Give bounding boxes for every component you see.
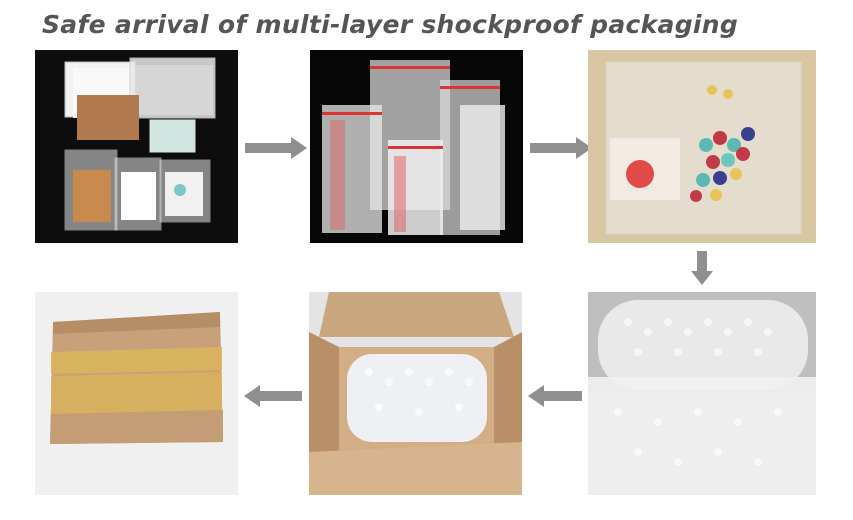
panel-jewelry-bag: [588, 50, 816, 243]
page-title: Safe arrival of multi-layer shockproof p…: [42, 10, 739, 39]
arrow-right-1-icon: [245, 137, 307, 159]
panel-box-with-bubble-wrap: [309, 292, 522, 495]
panel-cards-in-bags: [35, 50, 238, 243]
arrow-left-1-icon: [528, 385, 582, 407]
arrow-left-2-icon: [244, 385, 302, 407]
panel-zip-bags: [310, 50, 523, 243]
arrow-right-2-icon: [530, 137, 592, 159]
panel-taped-box: [35, 292, 238, 495]
arrow-down-icon: [691, 251, 713, 285]
panel-bubble-wrap-roll: [588, 292, 816, 495]
